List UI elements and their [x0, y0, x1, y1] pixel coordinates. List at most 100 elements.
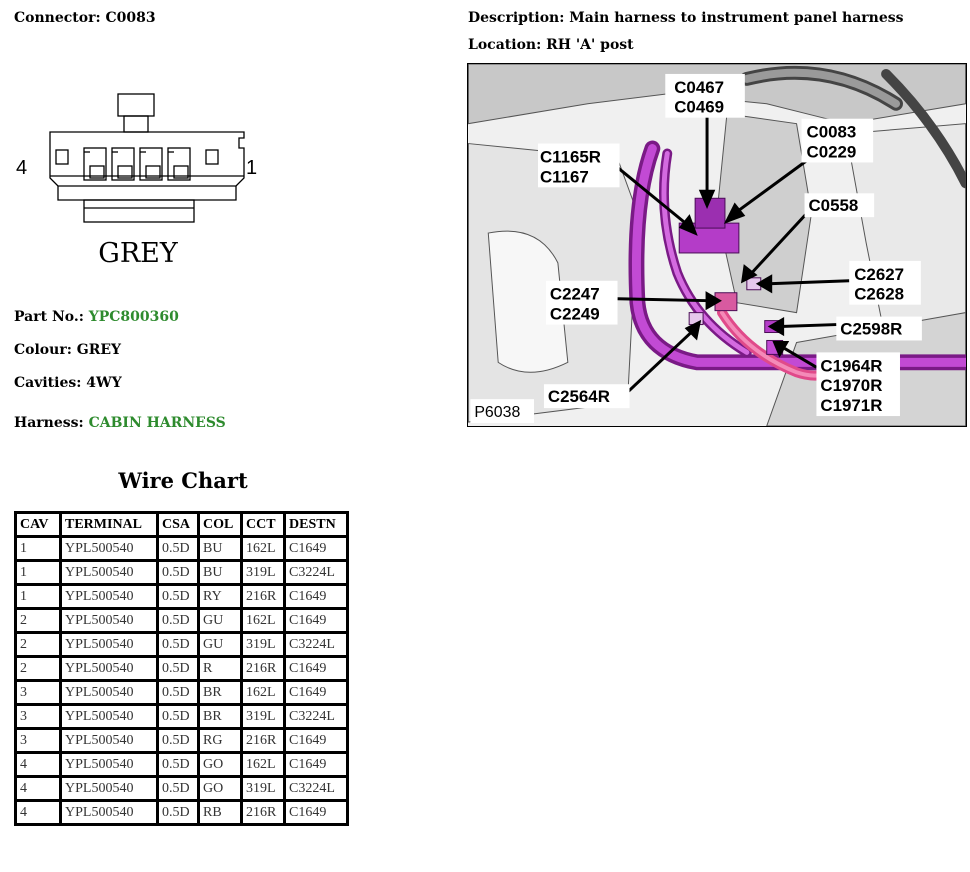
- cell-terminal: YPL500540: [59, 559, 159, 586]
- harness-link[interactable]: CABIN HARNESS: [88, 415, 226, 431]
- callout-c0558: C0558: [808, 196, 858, 215]
- cell-csa: 0.5D: [156, 583, 200, 610]
- cell-csa: 0.5D: [156, 703, 200, 730]
- pin-4-label: 4: [16, 157, 27, 179]
- location-photo: C0467 C0469 C0083 C0229 C1165R C1167 C05…: [467, 63, 967, 427]
- callout-c0467: C0467: [674, 78, 724, 97]
- cell-cct: 216R: [240, 655, 286, 682]
- callout-c2249: C2249: [550, 305, 600, 324]
- header-col: COL: [197, 511, 243, 538]
- callout-c2247: C2247: [550, 285, 600, 304]
- cell-terminal: YPL500540: [59, 679, 159, 706]
- cell-cct: 162L: [240, 751, 286, 778]
- cell-col: RY: [197, 583, 243, 610]
- pin-1-label: 1: [246, 157, 257, 179]
- cell-cav: 2: [14, 607, 62, 634]
- cavity-3: [111, 147, 135, 181]
- cell-terminal: YPL500540: [59, 535, 159, 562]
- cavities-value: 4WY: [86, 375, 122, 391]
- connector-line: Connector: C0083: [14, 10, 156, 26]
- cell-csa: 0.5D: [156, 751, 200, 778]
- cavity-4: [83, 147, 107, 181]
- cell-col: R: [197, 655, 243, 682]
- cell-destn: C1649: [283, 727, 349, 754]
- cell-destn: C1649: [283, 535, 349, 562]
- connector-value: C0083: [105, 10, 156, 26]
- cavity-2: [139, 147, 163, 181]
- cell-terminal: YPL500540: [59, 607, 159, 634]
- description-value: Main harness to instrument panel harness: [569, 10, 904, 26]
- location-line: Location: RH 'A' post: [468, 37, 634, 53]
- callout-c1167: C1167: [540, 167, 589, 186]
- cavities-line: Cavities: 4WY: [14, 375, 122, 391]
- cell-col: RG: [197, 727, 243, 754]
- location-value: RH 'A' post: [546, 37, 634, 53]
- callout-c2598r: C2598R: [840, 320, 902, 339]
- callout-c2627: C2627: [854, 265, 904, 284]
- cell-cct: 162L: [240, 535, 286, 562]
- cell-col: BR: [197, 679, 243, 706]
- cell-col: RB: [197, 799, 243, 826]
- cell-destn: C1649: [283, 583, 349, 610]
- part-no-link[interactable]: YPC800360: [88, 309, 179, 325]
- cell-col: BU: [197, 559, 243, 586]
- header-destn: DESTN: [283, 511, 349, 538]
- cell-terminal: YPL500540: [59, 751, 159, 778]
- cell-cct: 216R: [240, 727, 286, 754]
- cell-col: GO: [197, 775, 243, 802]
- cell-terminal: YPL500540: [59, 727, 159, 754]
- location-label: Location:: [468, 37, 542, 53]
- cell-csa: 0.5D: [156, 535, 200, 562]
- cell-cct: 319L: [240, 775, 286, 802]
- cell-cav: 3: [14, 679, 62, 706]
- cell-terminal: YPL500540: [59, 775, 159, 802]
- cell-cct: 162L: [240, 607, 286, 634]
- cell-col: GO: [197, 751, 243, 778]
- wire-chart-header-row: CAV TERMINAL CSA COL CCT DESTN: [14, 511, 349, 538]
- cell-cav: 3: [14, 727, 62, 754]
- cell-terminal: YPL500540: [59, 655, 159, 682]
- photo-id-label: P6038: [474, 404, 520, 421]
- callout-c1165r: C1165R: [540, 147, 601, 166]
- callout-c1964r: C1964R: [820, 356, 882, 375]
- cell-cav: 1: [14, 583, 62, 610]
- colour-value: GREY: [76, 342, 121, 358]
- cell-col: BR: [197, 703, 243, 730]
- connector-colour-caption: GREY: [98, 238, 179, 269]
- cavities-label: Cavities:: [14, 375, 82, 391]
- callout-c0469: C0469: [674, 98, 724, 117]
- cell-cav: 3: [14, 703, 62, 730]
- callout-c0083: C0083: [807, 123, 857, 142]
- description-label: Description:: [468, 10, 565, 26]
- cell-csa: 0.5D: [156, 775, 200, 802]
- cavity-1: [167, 147, 191, 181]
- harness-line: Harness: CABIN HARNESS: [14, 415, 226, 431]
- colour-line: Colour: GREY: [14, 342, 121, 358]
- cell-terminal: YPL500540: [59, 631, 159, 658]
- cell-csa: 0.5D: [156, 607, 200, 634]
- cell-csa: 0.5D: [156, 559, 200, 586]
- cell-terminal: YPL500540: [59, 703, 159, 730]
- part-no-line: Part No.: YPC800360: [14, 309, 179, 325]
- connector-face-diagram: 4 1 GREY: [16, 93, 257, 269]
- cell-cav: 2: [14, 631, 62, 658]
- cell-csa: 0.5D: [156, 631, 200, 658]
- wire-chart-title: Wire Chart: [118, 468, 248, 493]
- cell-destn: C1649: [283, 799, 349, 826]
- cell-destn: C3224L: [283, 775, 349, 802]
- callout-c2564r: C2564R: [548, 387, 610, 406]
- colour-label: Colour:: [14, 342, 72, 358]
- cell-cct: 162L: [240, 679, 286, 706]
- cell-destn: C1649: [283, 655, 349, 682]
- cell-terminal: YPL500540: [59, 799, 159, 826]
